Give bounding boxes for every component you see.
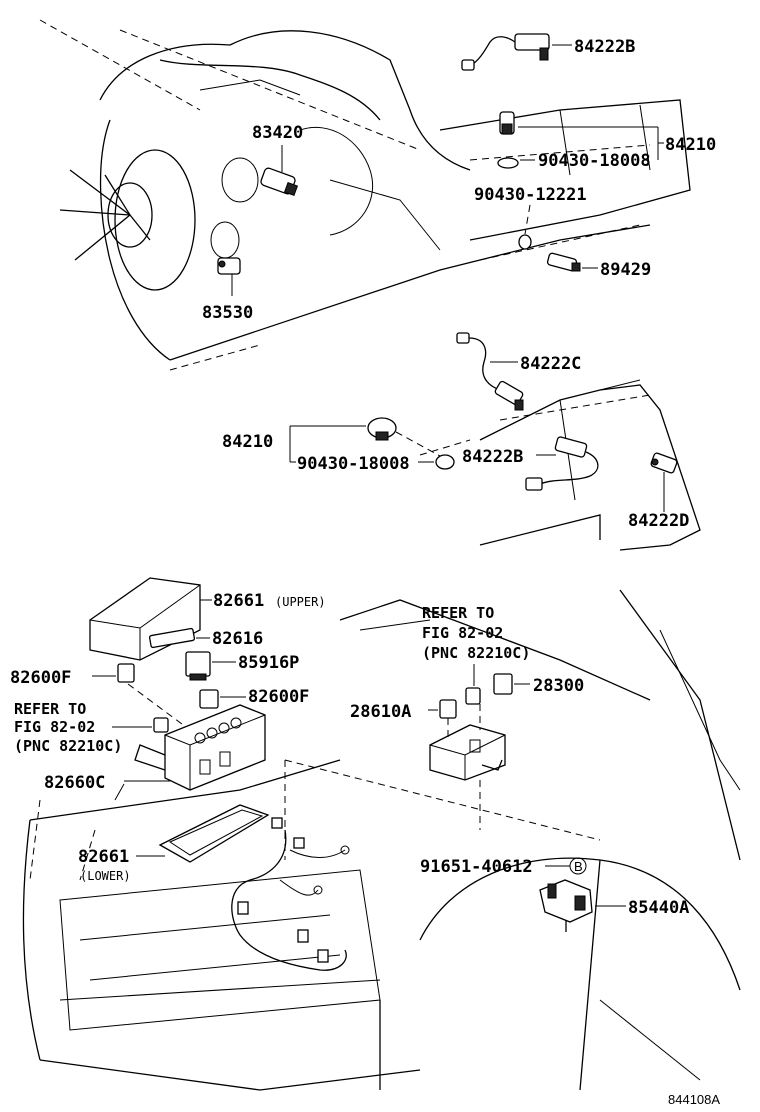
part-82616 xyxy=(148,627,210,649)
part-85440A xyxy=(539,879,626,932)
label-84222B-top: 84222B xyxy=(574,37,635,57)
vehicle-front-drawing xyxy=(22,589,741,1091)
part-85916P xyxy=(185,651,236,681)
label-90430-18008-mid: 90430-18008 xyxy=(297,454,410,474)
part-84222C xyxy=(456,332,524,411)
part-84222D xyxy=(650,452,678,512)
label-82661-lower: 82661 xyxy=(78,847,129,867)
part-83420 xyxy=(260,145,299,197)
part-84222B-mid xyxy=(525,436,599,491)
label-circle-b: B xyxy=(574,859,583,874)
label-90430-12221: 90430-12221 xyxy=(474,185,587,205)
label-84222D: 84222D xyxy=(628,511,689,531)
label-84222B-mid: 84222B xyxy=(462,447,523,467)
part-91651-40612 xyxy=(545,857,587,875)
refer-note-right: REFER TO FIG 82-02 (PNC 82210C) xyxy=(422,604,530,686)
drawing-code: 844108A xyxy=(668,1092,720,1107)
part-82600F-right xyxy=(199,689,246,709)
label-84210-mid: 84210 xyxy=(222,432,273,452)
refer-right-line-3: (PNC 82210C) xyxy=(422,644,530,662)
fan-icon xyxy=(59,149,196,291)
label-84222C: 84222C xyxy=(520,354,581,374)
label-83530: 83530 xyxy=(202,303,253,323)
label-90430-18008-top: 90430-18008 xyxy=(538,151,651,171)
refer-note-left: REFER TO FIG 82-02 (PNC 82210C) xyxy=(14,700,169,755)
label-89429: 89429 xyxy=(600,260,651,280)
part-82660C xyxy=(114,704,266,801)
refer-right-line-1: REFER TO xyxy=(422,604,494,622)
part-28300 xyxy=(493,673,530,695)
engine-drawing xyxy=(39,19,691,371)
wire-harness xyxy=(231,817,350,971)
part-84222B-top xyxy=(461,33,572,71)
refer-left-line-3: (PNC 82210C) xyxy=(14,737,122,755)
label-82661-upper-note: (UPPER) xyxy=(275,595,326,609)
label-85916P: 85916P xyxy=(238,653,299,673)
part-83530 xyxy=(217,257,241,296)
label-91651-40612: 91651-40612 xyxy=(420,857,533,877)
label-28300: 28300 xyxy=(533,676,584,696)
circle-b-marker xyxy=(569,857,587,875)
label-84210-top: 84210 xyxy=(665,135,716,155)
part-82661-lower xyxy=(136,804,270,863)
label-82600F-left: 82600F xyxy=(10,668,71,688)
refer-left-line-2: FIG 82-02 xyxy=(14,718,95,736)
refer-left-line-1: REFER TO xyxy=(14,700,86,718)
washer-90430-12221 xyxy=(518,204,532,250)
label-82616: 82616 xyxy=(212,629,263,649)
part-89429 xyxy=(546,252,598,272)
part-28610A xyxy=(428,687,506,781)
label-85440A: 85440A xyxy=(628,898,689,918)
label-82660C: 82660C xyxy=(44,773,105,793)
part-82661-upper xyxy=(89,577,212,661)
label-82661-upper: 82661 xyxy=(213,591,264,611)
label-82661-lower-note: (LOWER) xyxy=(80,869,131,883)
part-84210-top xyxy=(497,111,664,169)
transmission-drawing xyxy=(419,379,701,551)
part-82600F-left xyxy=(92,663,191,731)
refer-right-line-2: FIG 82-02 xyxy=(422,624,503,642)
label-82600F-right: 82600F xyxy=(248,687,309,707)
part-84210-mid xyxy=(289,417,455,470)
label-83420: 83420 xyxy=(252,123,303,143)
label-28610A: 28610A xyxy=(350,702,411,722)
